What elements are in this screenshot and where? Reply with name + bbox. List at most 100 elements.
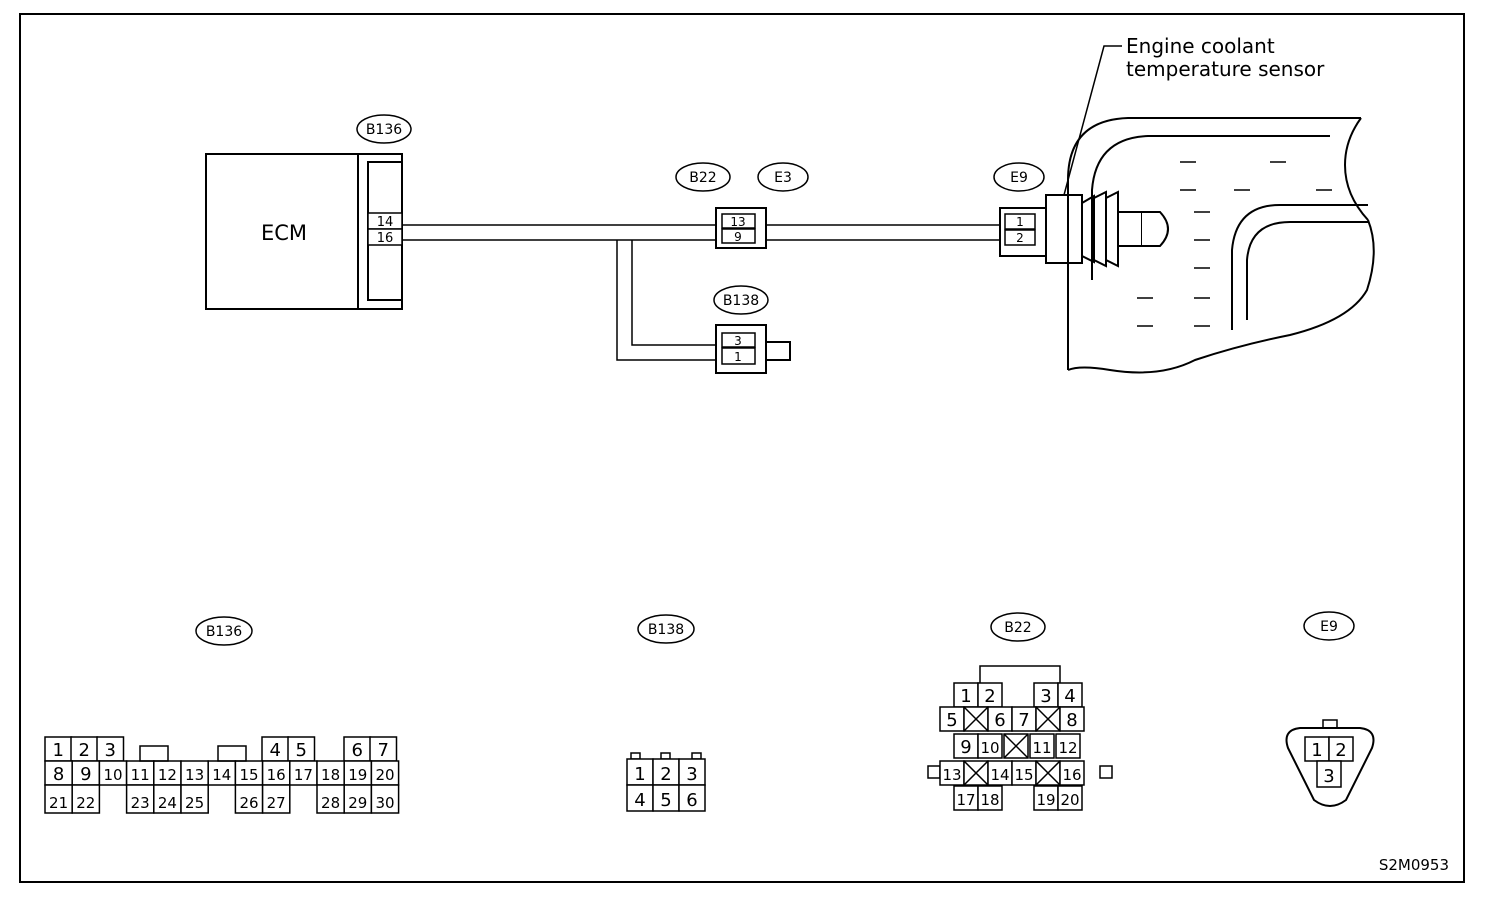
b136-pin-21: 21	[49, 794, 68, 812]
b136-pin-9: 9	[80, 764, 91, 785]
connector-e9: 1 2	[999, 207, 1047, 257]
connector-label-b138-top: B138	[713, 285, 769, 315]
b136-pin-23-cell	[125, 784, 155, 814]
b136-pin-11: 11	[131, 766, 150, 784]
b22-pin-7: 7	[1018, 710, 1029, 731]
b136-pin-3: 3	[105, 740, 116, 761]
b22-pin-X-blank-cross	[1003, 733, 1029, 759]
b136-pin-17-cell	[289, 760, 318, 786]
b138-pin-1-cell	[626, 758, 654, 786]
e9-pin-1: 1	[1311, 740, 1322, 761]
b136-pin-8: 8	[53, 764, 64, 785]
b22-pin-9: 9	[734, 230, 742, 244]
b22-pin-8-cell	[1059, 706, 1085, 732]
b136-pin-24: 24	[158, 794, 177, 812]
b136-latch	[139, 745, 169, 762]
b22-pin-4: 4	[1064, 686, 1075, 707]
b136-pin-26-cell	[234, 784, 264, 814]
b136-pin-12: 12	[158, 766, 177, 784]
b136-pin-16: 16	[267, 766, 286, 784]
b136-pin-7-cell	[369, 736, 398, 762]
b136-pin-16-cell	[261, 760, 291, 786]
svg-text:E3: E3	[774, 170, 792, 186]
b136-pin-6: 6	[352, 740, 363, 761]
b22-pin-14-cell	[987, 760, 1013, 786]
b136-pin-18: 18	[321, 766, 340, 784]
b136-pin-2: 2	[79, 740, 90, 761]
b22-pin-X-blank-cross	[963, 760, 989, 786]
svg-text:B138: B138	[723, 293, 759, 309]
b22-pin-13: 13	[942, 766, 961, 784]
b22-pin-6-cell	[987, 706, 1013, 732]
b22-pin-2: 2	[984, 686, 995, 707]
b22-pin-9: 9	[960, 737, 971, 758]
e9-pin-2: 2	[1335, 740, 1346, 761]
b136-pin-25-cell	[180, 784, 209, 814]
b136-pin-10: 10	[103, 766, 122, 784]
b22-pin-2-cell	[977, 682, 1003, 708]
b136-pin-3-cell	[96, 736, 125, 762]
b136-pin-29-cell	[343, 784, 373, 814]
b22-pin-15: 15	[1014, 766, 1033, 784]
b136-pin-19: 19	[348, 766, 367, 784]
b138-pin-5-cell	[652, 784, 680, 812]
b136-pin-14: 14	[212, 766, 231, 784]
b136-pin-1: 1	[53, 740, 64, 761]
b138-pin-6: 6	[686, 790, 697, 811]
b22-pin-X-blank-cross	[1035, 706, 1061, 732]
b22-pin-12-cell	[1055, 733, 1081, 759]
b22-pin-11: 11	[1032, 739, 1051, 757]
b22-pin-19: 19	[1036, 791, 1055, 809]
b22-pin-20-cell	[1057, 785, 1083, 811]
b138-pin-5: 5	[660, 790, 671, 811]
b136-pin-17: 17	[294, 766, 313, 784]
e9-pin-3-cell	[1316, 760, 1342, 788]
svg-text:B22: B22	[1004, 620, 1031, 636]
b136-pin-21-cell	[44, 784, 73, 814]
b136-latch	[217, 745, 247, 762]
ecm-pin-14: 14	[377, 215, 394, 230]
b136-pin-23: 23	[131, 794, 150, 812]
e9-pin-2-cell	[1328, 736, 1354, 762]
coolant-sensor	[1045, 45, 1169, 268]
b136-pin-30: 30	[375, 794, 394, 812]
wire-harness	[402, 224, 1000, 361]
ecm-label: ECM	[261, 221, 307, 245]
b22-pin-17: 17	[956, 791, 975, 809]
b22-pin-X-blank-cross	[1035, 760, 1061, 786]
b136-pin-15: 15	[239, 766, 258, 784]
e9-pin-2: 2	[1016, 231, 1024, 245]
b22-pin-16-cell	[1059, 760, 1085, 786]
b136-pin-27: 27	[267, 794, 286, 812]
svg-text:B136: B136	[206, 624, 242, 640]
connector-label-b136-top: B136	[356, 114, 412, 144]
b138-pin-3: 3	[686, 764, 697, 785]
svg-text:E9: E9	[1010, 170, 1028, 186]
svg-text:E9: E9	[1320, 619, 1338, 635]
b138-pin-4: 4	[634, 790, 645, 811]
figure-id: S2M0953	[1379, 856, 1449, 874]
b136-pin-22: 22	[76, 794, 95, 812]
svg-text:B138: B138	[648, 622, 684, 638]
b22-pin-X-blank-cross	[963, 706, 989, 732]
b136-pin-4: 4	[270, 740, 281, 761]
b136-pin-2-cell	[70, 736, 99, 762]
b22-pin-18: 18	[980, 791, 999, 809]
b138-pin-1: 1	[734, 350, 742, 364]
svg-text:B136: B136	[366, 122, 402, 138]
b136-pin-13: 13	[185, 766, 204, 784]
pinout-label-e9: E9	[1303, 611, 1355, 641]
b22-pin-10-cell	[977, 733, 1003, 759]
b22-pin-7-cell	[1011, 706, 1037, 732]
b138-pin-3: 3	[734, 334, 742, 348]
b138-pin-6-cell	[678, 784, 706, 812]
connector-label-b22-top: B22	[675, 162, 731, 192]
b22-pin-17-cell	[953, 785, 979, 811]
b22-pin-20: 20	[1060, 791, 1079, 809]
b138-pin-2: 2	[660, 764, 671, 785]
b136-pin-20: 20	[375, 766, 394, 784]
